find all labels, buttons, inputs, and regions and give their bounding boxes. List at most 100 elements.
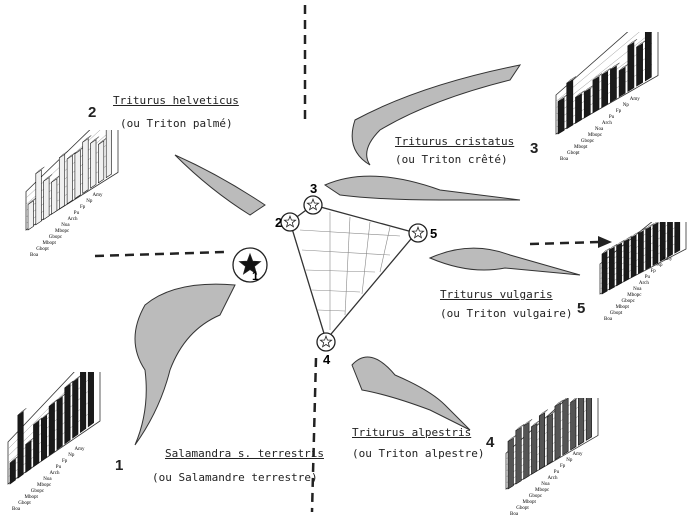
bar	[627, 41, 635, 92]
bar	[56, 396, 63, 451]
bar	[66, 154, 73, 205]
tick-label: Gbopc	[581, 139, 595, 144]
bar	[507, 437, 514, 490]
tick-label: Np	[68, 453, 75, 458]
arrow-right	[529, 240, 601, 246]
star-icon	[306, 198, 320, 211]
bar-top	[82, 135, 92, 143]
species-common-name: (ou Salamandre terrestre)	[152, 471, 318, 484]
bar-top	[627, 39, 638, 47]
bar-top	[59, 151, 68, 159]
bar	[608, 246, 615, 291]
bar	[610, 65, 617, 103]
tick-label: Arch	[548, 476, 558, 481]
tick-label: Fp	[560, 464, 566, 469]
species-name: Salamandra s. terrestris	[165, 447, 324, 460]
bar-top	[48, 399, 58, 407]
species-common-name: (ou Triton alpestre)	[352, 447, 485, 460]
tick-label: Fp	[80, 205, 86, 210]
bar	[9, 458, 16, 485]
bar	[74, 149, 81, 200]
bar	[87, 372, 94, 428]
tick-label: Gbopc	[31, 489, 45, 494]
bar	[601, 70, 609, 108]
tick-label: Mbopt	[523, 500, 537, 505]
tick-label: Boa	[12, 507, 21, 512]
tick-label: Mbopc	[588, 133, 603, 138]
tick-label: Mbopt	[43, 241, 57, 246]
bar	[638, 230, 644, 275]
species-number: 4	[486, 434, 495, 451]
arrow-head-icon	[598, 236, 612, 248]
bar-top	[90, 136, 100, 144]
tick-label: Gbopt	[516, 506, 529, 511]
bar	[33, 420, 40, 468]
tick-label: Boa	[604, 317, 613, 322]
species-common-name: (ou Triton vulgaire)	[440, 307, 573, 320]
bar	[554, 402, 561, 461]
tick-label: Pu	[56, 465, 62, 470]
bar-top	[17, 408, 27, 416]
bar-top	[562, 398, 569, 402]
bar	[645, 226, 652, 270]
tick-label: Mbopt	[616, 305, 630, 310]
star-icon	[283, 215, 297, 228]
salamander	[134, 283, 236, 446]
bar	[80, 372, 87, 434]
divider-left	[94, 250, 226, 258]
bar-top	[610, 62, 620, 70]
tick-label: Boa	[30, 253, 39, 258]
triangle	[289, 204, 418, 342]
species-name: Triturus alpestris	[352, 426, 472, 439]
tick-label: Fp	[62, 459, 68, 464]
bar-top	[566, 76, 576, 84]
bar	[674, 222, 681, 254]
newt-helveticus	[174, 154, 266, 216]
species-name: Triturus cristatus	[395, 135, 515, 148]
bar	[616, 242, 622, 287]
bar	[667, 222, 673, 258]
bar	[90, 139, 97, 189]
bar	[578, 398, 585, 446]
tick-label: Mbopt	[574, 145, 588, 150]
bar	[618, 66, 626, 98]
star-icon	[238, 252, 262, 275]
tick-label: Gbopt	[610, 311, 623, 316]
star-marker: 3	[303, 181, 323, 215]
tick-label: Noa	[595, 127, 604, 132]
bar	[82, 137, 89, 194]
species-name: Triturus helveticus	[113, 94, 239, 107]
bar	[64, 383, 71, 445]
bar	[51, 178, 58, 215]
bar	[35, 169, 42, 226]
bar-top	[601, 68, 611, 76]
bar	[644, 32, 652, 82]
bar	[557, 97, 565, 135]
tick-label: Mbopc	[627, 293, 642, 298]
bar	[570, 398, 577, 451]
star-marker: 5	[408, 223, 437, 243]
tick-label: Pu	[554, 470, 560, 475]
newt-cristatus-small	[323, 175, 521, 201]
tick-label: Mbopc	[37, 483, 52, 488]
bar-top	[33, 417, 43, 425]
tick-label: Noa	[541, 482, 550, 487]
tick-label: Np	[656, 263, 663, 268]
bar	[523, 421, 530, 480]
tick-label: Arch	[639, 281, 649, 286]
newt-cristatus	[351, 64, 522, 166]
bar	[538, 412, 546, 471]
newt-alpestris	[351, 356, 471, 431]
bar	[58, 153, 66, 210]
bar-top	[66, 152, 76, 160]
tick-label: Pu	[609, 115, 615, 120]
bar	[43, 176, 50, 221]
species-number: 5	[577, 300, 586, 317]
tick-label: Boa	[510, 512, 519, 517]
divider-bottom	[310, 357, 318, 513]
bar	[575, 93, 582, 124]
